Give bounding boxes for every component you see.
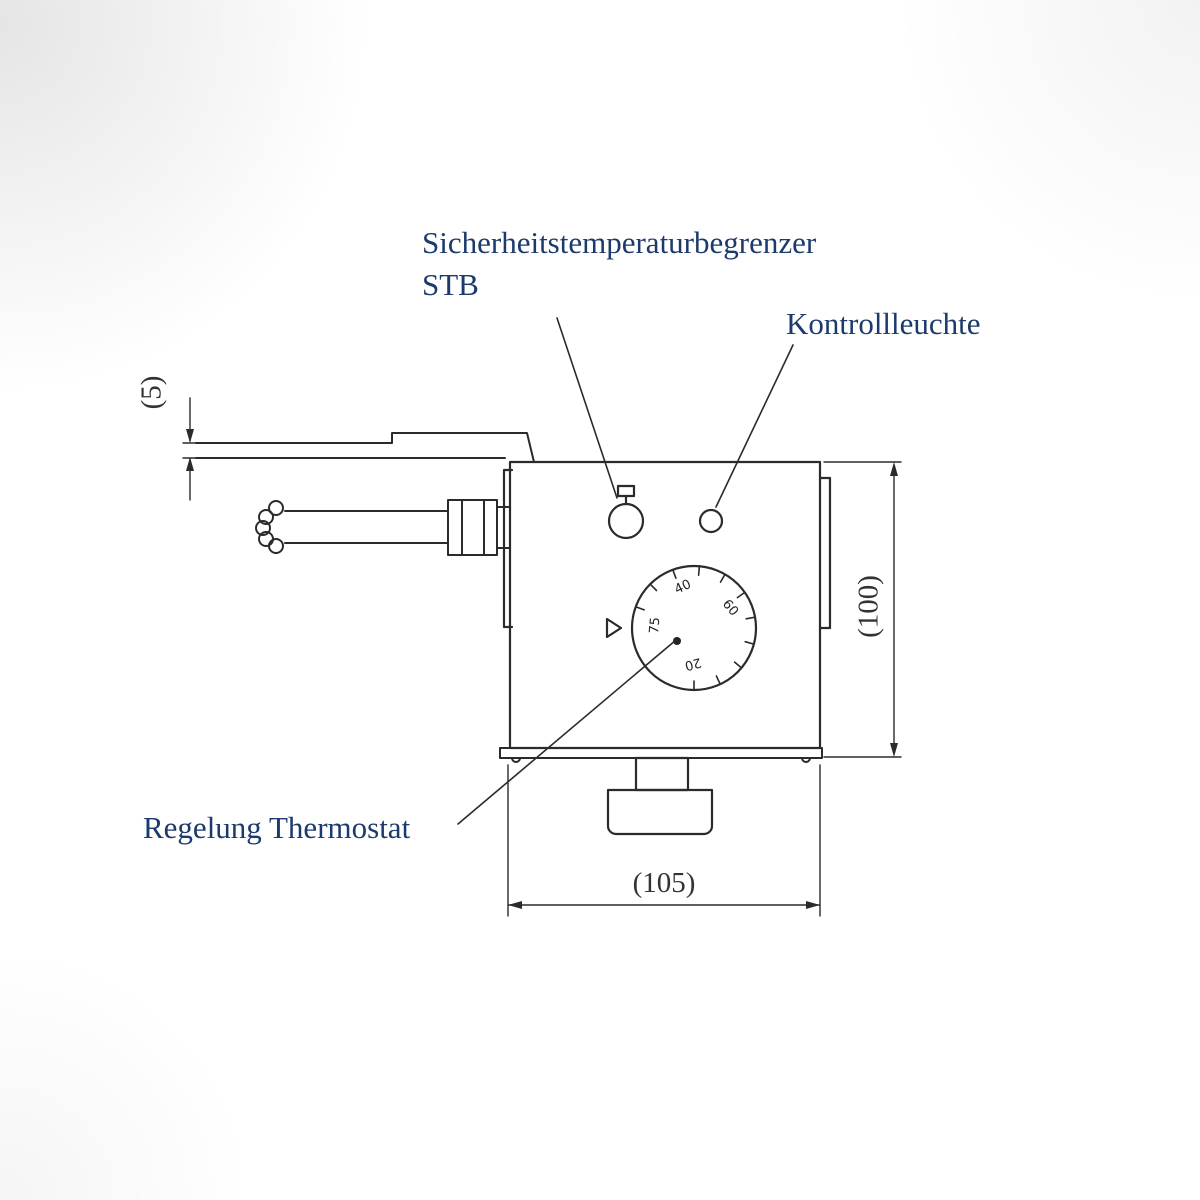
- gland-nut: [447, 499, 511, 556]
- dimension-width: [507, 764, 821, 917]
- dial-number: 20: [683, 654, 703, 673]
- probe-break-bump: [268, 538, 284, 554]
- housing-outline: [502, 460, 832, 750]
- leader-thermostat: [457, 639, 677, 825]
- dimension-flange: [182, 397, 197, 501]
- sensor-probe: [255, 500, 449, 554]
- stb-screw: [607, 484, 645, 540]
- dimension-label-flange: (5): [135, 375, 168, 410]
- leader-indicator-light: [715, 344, 794, 508]
- dimension-height: [823, 461, 902, 758]
- dial-ticks: [634, 565, 756, 691]
- label-safety-limiter: Sicherheitstemperaturbegrenzer: [422, 225, 817, 260]
- dimension-label-height: (100): [852, 575, 885, 638]
- indicator-light: [698, 508, 724, 534]
- label-thermostat: Regelung Thermostat: [143, 810, 411, 845]
- mounting-bracket: [195, 432, 535, 463]
- dimension-label-width: (105): [632, 867, 696, 899]
- dial-scale-numbers: 40 60 75 20: [647, 577, 741, 673]
- probe-break-bump: [255, 520, 271, 536]
- label-indicator-light: Kontrollleuchte: [786, 306, 981, 341]
- probe-break-bump: [258, 509, 274, 525]
- leader-stb: [556, 317, 618, 499]
- right-clip: [818, 476, 832, 630]
- thermostat-dial: [605, 564, 758, 692]
- probe-break-bump: [268, 500, 284, 516]
- dial-number: 75: [647, 617, 663, 635]
- dial-center-dot: [673, 637, 681, 645]
- leader-lines: [457, 317, 794, 825]
- label-stb: STB: [422, 267, 479, 302]
- dial-number: 60: [719, 597, 741, 619]
- dial-pointer: [605, 617, 623, 639]
- cable-connector: [606, 756, 714, 836]
- base-plate: [499, 747, 823, 763]
- dial-number: 40: [672, 577, 693, 598]
